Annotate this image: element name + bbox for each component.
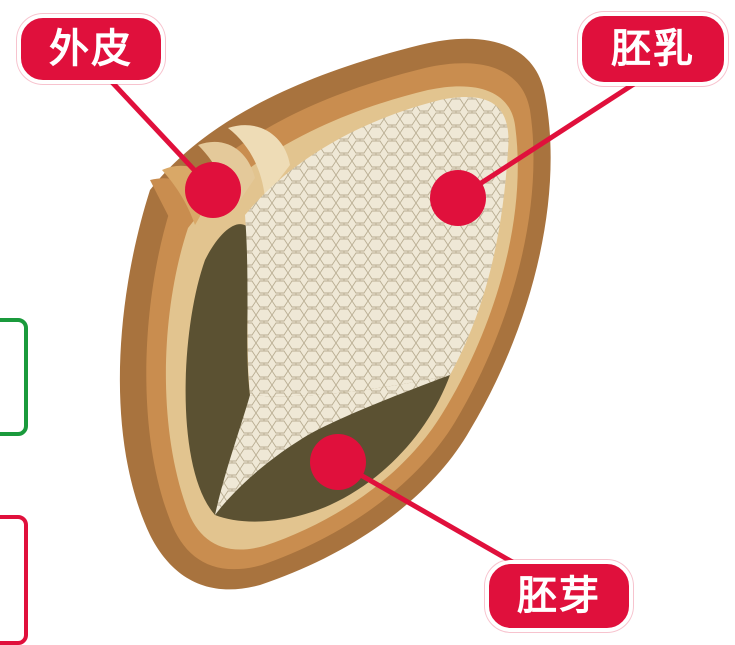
label-outer-skin: 外皮	[17, 14, 165, 84]
side-tab-red[interactable]	[0, 515, 28, 645]
dot-outer-skin	[185, 162, 241, 218]
label-endosperm: 胚乳	[578, 12, 728, 86]
label-germ: 胚芽	[485, 560, 633, 632]
dot-endosperm	[430, 170, 486, 226]
side-tab-green[interactable]	[0, 318, 28, 436]
dot-germ	[310, 434, 366, 490]
